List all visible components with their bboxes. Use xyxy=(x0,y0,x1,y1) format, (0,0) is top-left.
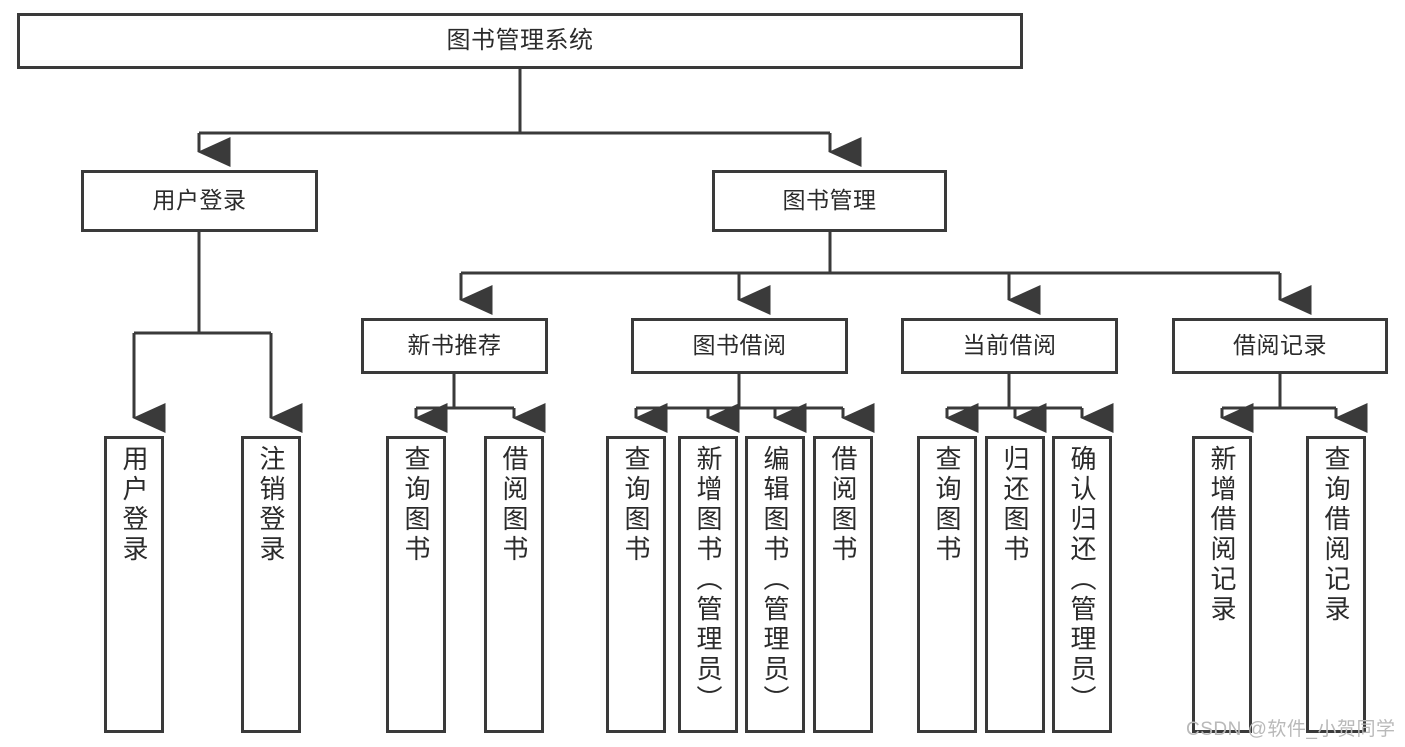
node-book-borrow-label: 图书借阅 xyxy=(692,332,787,359)
node-borrow-record-label: 借阅记录 xyxy=(1233,332,1327,359)
node-leaf-return-book[interactable]: 归还图书 xyxy=(985,436,1045,733)
node-book-manage[interactable]: 图书管理 xyxy=(712,170,947,232)
node-root[interactable]: 图书管理系统 xyxy=(17,13,1023,69)
node-leaf-borrow-book-2-label: 借阅图书 xyxy=(828,445,858,565)
node-leaf-query-book-3-label: 查询图书 xyxy=(932,445,962,565)
node-user-login[interactable]: 用户登录 xyxy=(81,170,318,232)
node-current-borrow[interactable]: 当前借阅 xyxy=(901,318,1118,374)
node-leaf-confirm-return-label: 确认归还（管理员） xyxy=(1067,445,1097,715)
node-leaf-query-book-2-label: 查询图书 xyxy=(621,445,651,565)
node-leaf-confirm-return[interactable]: 确认归还（管理员） xyxy=(1052,436,1112,733)
node-book-manage-label: 图书管理 xyxy=(782,187,877,214)
node-leaf-user-login[interactable]: 用户登录 xyxy=(104,436,164,733)
node-leaf-user-login-label: 用户登录 xyxy=(119,445,149,565)
node-leaf-edit-book-label: 编辑图书（管理员） xyxy=(760,445,790,715)
node-new-book-recommend[interactable]: 新书推荐 xyxy=(361,318,548,374)
node-leaf-query-record[interactable]: 查询借阅记录 xyxy=(1306,436,1366,733)
node-leaf-borrow-book-2[interactable]: 借阅图书 xyxy=(813,436,873,733)
node-leaf-query-record-label: 查询借阅记录 xyxy=(1321,445,1351,625)
node-leaf-user-logout[interactable]: 注销登录 xyxy=(241,436,301,733)
node-leaf-query-book-3[interactable]: 查询图书 xyxy=(917,436,977,733)
node-borrow-record[interactable]: 借阅记录 xyxy=(1172,318,1388,374)
node-current-borrow-label: 当前借阅 xyxy=(962,332,1057,359)
node-root-label: 图书管理系统 xyxy=(446,26,594,54)
node-leaf-add-book-label: 新增图书（管理员） xyxy=(693,445,723,715)
node-leaf-query-book-1-label: 查询图书 xyxy=(401,445,431,565)
node-leaf-add-book[interactable]: 新增图书（管理员） xyxy=(678,436,738,733)
node-leaf-return-book-label: 归还图书 xyxy=(1000,445,1030,565)
node-new-book-recommend-label: 新书推荐 xyxy=(407,332,502,359)
node-leaf-query-book-1[interactable]: 查询图书 xyxy=(386,436,446,733)
node-user-login-label: 用户登录 xyxy=(152,187,247,214)
node-leaf-add-record-label: 新增借阅记录 xyxy=(1207,445,1237,625)
node-leaf-borrow-book-1-label: 借阅图书 xyxy=(499,445,529,565)
node-leaf-borrow-book-1[interactable]: 借阅图书 xyxy=(484,436,544,733)
node-leaf-edit-book[interactable]: 编辑图书（管理员） xyxy=(745,436,805,733)
node-book-borrow[interactable]: 图书借阅 xyxy=(631,318,848,374)
node-leaf-user-logout-label: 注销登录 xyxy=(256,445,286,565)
node-leaf-query-book-2[interactable]: 查询图书 xyxy=(606,436,666,733)
node-leaf-add-record[interactable]: 新增借阅记录 xyxy=(1192,436,1252,733)
